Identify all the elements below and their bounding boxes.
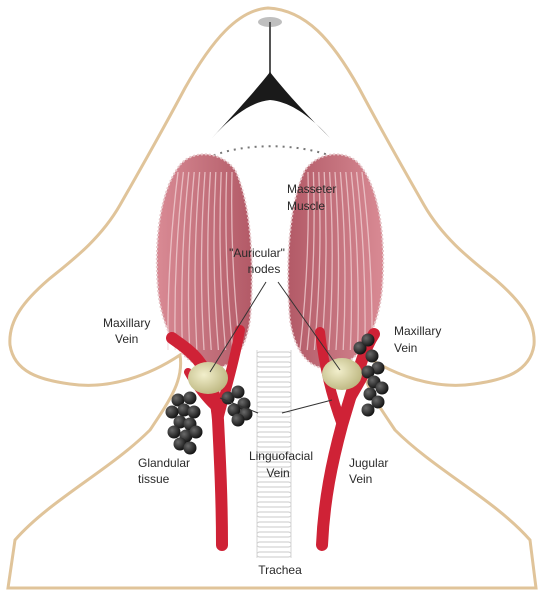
label-jugular-2: Vein [349,472,372,486]
label-jugular-1: Jugular [349,456,388,470]
label-maxillary-left-2: Vein [115,332,138,346]
label-auricular-2: nodes [248,262,281,276]
label-glandular-2: tissue [138,472,170,486]
label-trachea: Trachea [258,563,302,577]
label-auricular-1: "Auricular" [229,246,285,260]
label-maxillary-right-1: Maxillary [394,324,441,338]
auricular-node-left [188,362,228,394]
label-linguofacial-1: Linguofacial [249,449,313,463]
label-linguofacial-2: Vein [266,466,289,480]
label-maxillary-right-2: Vein [394,341,417,355]
auricular-node-right [322,358,362,390]
label-glandular-1: Glandular [138,456,190,470]
label-masseter-2: Muscle [287,199,325,213]
label-masseter-1: Masseter [287,182,336,196]
label-maxillary-left-1: Maxillary [103,316,150,330]
